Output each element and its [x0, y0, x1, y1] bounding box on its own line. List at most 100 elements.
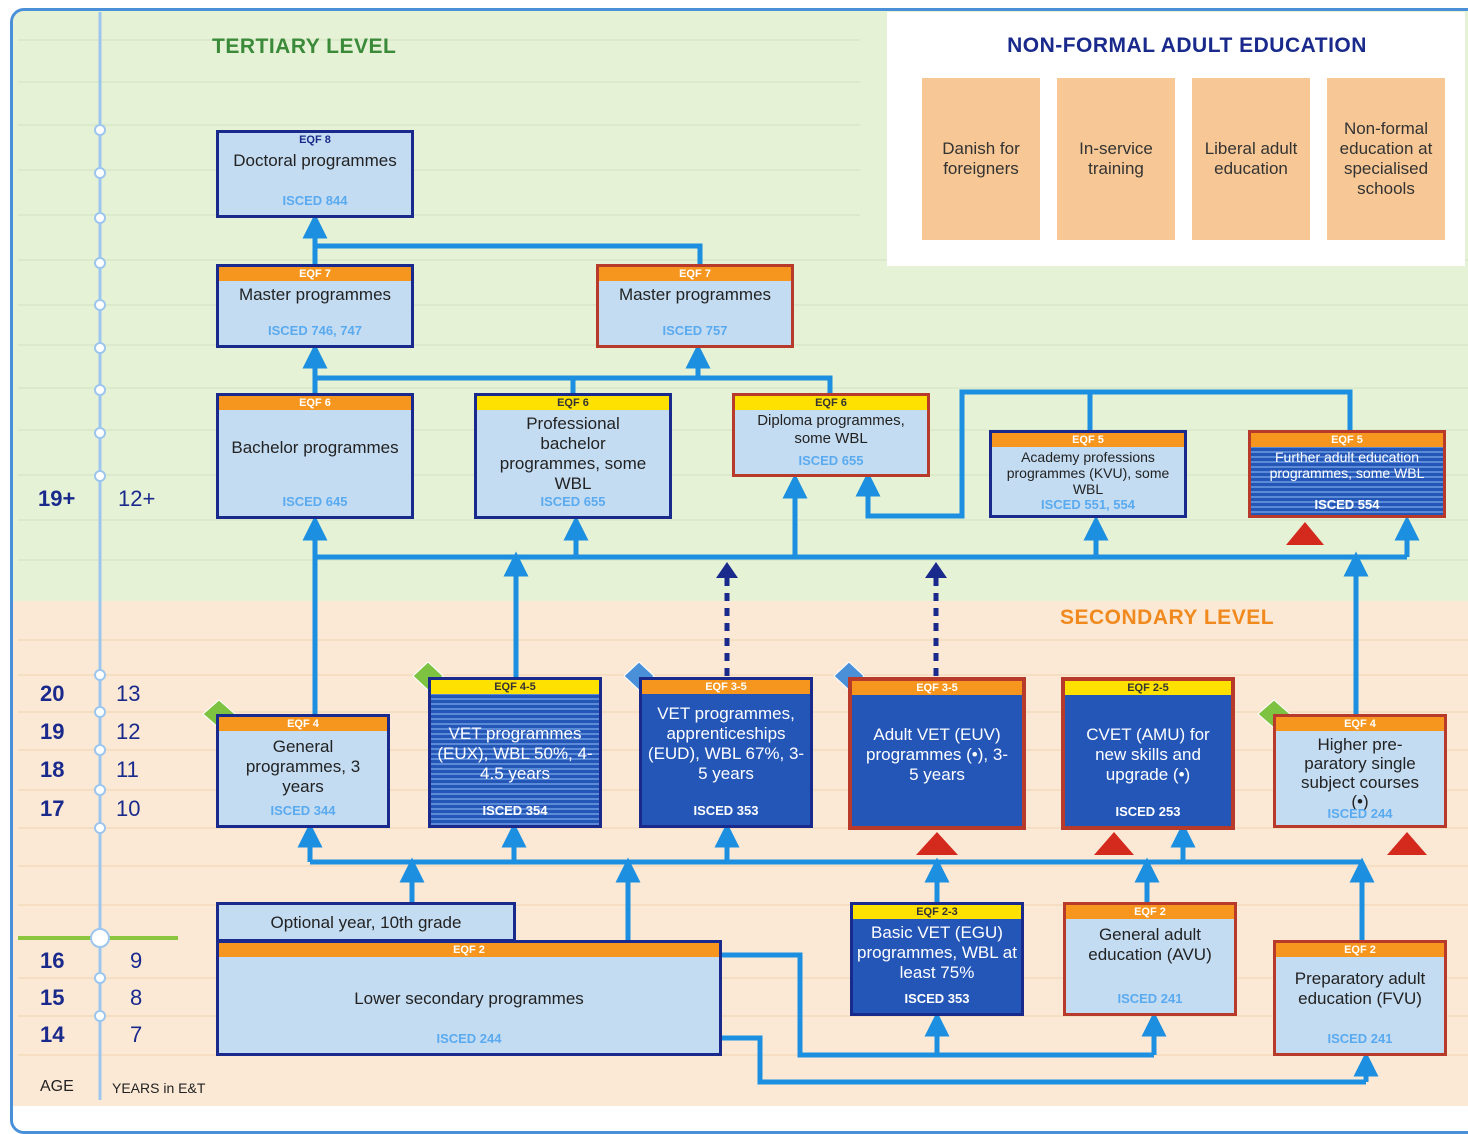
isced-label: ISCED 746, 747 [268, 323, 362, 338]
eqf-label: EQF 5 [992, 433, 1184, 447]
work-based-marker [1094, 832, 1134, 855]
eqf-label: EQF 7 [599, 267, 791, 281]
isced-label: ISCED 655 [798, 453, 864, 468]
isced-label: ISCED 241 [1117, 991, 1183, 1006]
work-based-marker [916, 832, 958, 855]
non-formal-danish: Danish for foreigners [922, 78, 1040, 240]
programme-name: Master programmes [238, 285, 392, 304]
programme-name: CVET (AMU) for new skills and upgrade (•… [1086, 725, 1210, 784]
isced-label: ISCED 353 [693, 803, 759, 818]
years-label: 12+ [118, 486, 156, 511]
programme-name: General adult education (AVU) [1088, 925, 1212, 964]
programme-name: Lower secondary programmes [354, 989, 584, 1008]
age-label: 17 [40, 796, 65, 821]
box-higher-preparatory: EQF 4 Higher pre-paratory single subject… [1273, 714, 1447, 828]
programme-name: Diploma programmes, some WBL [757, 412, 905, 447]
years-axis-title: YEARS in E&T [112, 1080, 206, 1096]
years-label: 7 [130, 1022, 143, 1047]
isced-label: ISCED 353 [904, 991, 970, 1006]
programme-name: Higher pre-paratory single subject cours… [1300, 735, 1420, 811]
age-axis-title: AGE [40, 1078, 74, 1095]
programme-name: Preparatory adult education (FVU) [1294, 969, 1426, 1008]
isced-label: ISCED 645 [282, 494, 348, 509]
age-label: 20 [40, 681, 65, 706]
box-adult-vet: EQF 3-5 Adult VET (EUV) programmes (•), … [848, 677, 1026, 830]
years-label: 13 [116, 681, 141, 706]
secondary-heading: SECONDARY LEVEL [1060, 606, 1275, 629]
eqf-label: EQF 2-5 [1065, 681, 1231, 695]
eqf-label: EQF 7 [219, 267, 411, 281]
years-label: 12 [116, 719, 141, 744]
work-based-marker [1387, 832, 1427, 855]
box-doctoral: EQF 8 Doctoral programmes ISCED 844 [216, 130, 414, 218]
dotted-arrow-head [925, 562, 947, 578]
eqf-label: EQF 6 [735, 396, 927, 410]
programme-name: General programmes, 3 years [245, 737, 361, 796]
programme-name: Doctoral programmes [233, 151, 397, 170]
box-vet-eud: EQF 3-5 VET programmes, apprenticeships … [639, 677, 813, 828]
isced-label: ISCED 344 [270, 803, 336, 818]
years-label: 9 [130, 948, 143, 973]
box-diploma: EQF 6 Diploma programmes, some WBL ISCED… [732, 393, 930, 477]
years-label: 11 [116, 757, 139, 782]
eqf-label: EQF 5 [1251, 433, 1443, 447]
programme-name: Academy professions programmes (KVU), so… [1006, 449, 1170, 497]
tertiary-heading: TERTIARY LEVEL [212, 35, 397, 58]
eqf-label: EQF 4 [219, 717, 387, 731]
box-preparatory-adult: EQF 2 Preparatory adult education (FVU) … [1273, 940, 1447, 1056]
isced-label: ISCED 554 [1314, 497, 1380, 512]
age-label: 19+ [38, 486, 76, 511]
age-label: 15 [40, 985, 65, 1010]
eqf-label: EQF 2 [219, 943, 719, 957]
box-further-adult: EQF 5 Further adult education programmes… [1248, 430, 1446, 518]
programme-name: Bachelor programmes [231, 438, 399, 457]
programme-name: Further adult education programmes, some… [1269, 449, 1425, 481]
eqf-label: EQF 6 [477, 396, 669, 410]
eqf-label: EQF 2 [1066, 905, 1234, 919]
isced-label: ISCED 757 [662, 323, 728, 338]
non-formal-heading: NON-FORMAL ADULT EDUCATION [1007, 34, 1367, 57]
box-general-adult: EQF 2 General adult education (AVU) ISCE… [1063, 902, 1237, 1016]
box-master-adult: EQF 7 Master programmes ISCED 757 [596, 264, 794, 348]
eqf-label: EQF 2-3 [853, 905, 1021, 919]
eqf-label: EQF 3-5 [852, 681, 1022, 695]
isced-label: ISCED 551, 554 [1041, 497, 1135, 512]
box-professional-bachelor: EQF 6 Professional bachelor programmes, … [474, 393, 672, 519]
programme-name: Basic VET (EGU) programmes, WBL at least… [857, 923, 1017, 982]
age-label: 14 [40, 1022, 65, 1047]
isced-label: ISCED 253 [1115, 804, 1181, 819]
isced-label: ISCED 655 [540, 494, 606, 509]
programme-name: VET programmes, apprenticeships (EUD), W… [647, 704, 805, 783]
box-general: EQF 4 General programmes, 3 years ISCED … [216, 714, 390, 828]
programme-name: Master programmes [618, 285, 772, 304]
age-label: 18 [40, 757, 65, 782]
box-basic-vet: EQF 2-3 Basic VET (EGU) programmes, WBL … [850, 902, 1024, 1016]
eqf-label: EQF 8 [219, 133, 411, 147]
isced-label: ISCED 244 [436, 1031, 502, 1046]
box-optional-year: Optional year, 10th grade [216, 902, 516, 942]
isced-label: ISCED 354 [482, 803, 548, 818]
years-label: 8 [130, 985, 143, 1010]
eqf-label: EQF 4-5 [431, 680, 599, 694]
box-cvet: EQF 2-5 CVET (AMU) for new skills and up… [1061, 677, 1235, 830]
programme-name: Optional year, 10th grade [270, 913, 462, 932]
programme-name: VET programmes (EUX), WBL 50%, 4-4.5 yea… [437, 724, 593, 783]
years-label: 10 [116, 796, 141, 821]
eqf-label: EQF 3-5 [642, 680, 810, 694]
work-based-marker [1286, 522, 1324, 545]
box-lower-secondary: EQF 2 Lower secondary programmes ISCED 2… [216, 940, 722, 1056]
box-vet-eux: EQF 4-5 VET programmes (EUX), WBL 50%, 4… [428, 677, 602, 828]
isced-label: ISCED 241 [1327, 1031, 1393, 1046]
age-label: 16 [40, 948, 65, 973]
isced-label: ISCED 244 [1327, 806, 1393, 821]
box-bachelor: EQF 6 Bachelor programmes ISCED 645 [216, 393, 414, 519]
box-academy: EQF 5 Academy professions programmes (KV… [989, 430, 1187, 518]
non-formal-in-service: In-service training [1057, 78, 1175, 240]
programme-name: Adult VET (EUV) programmes (•), 3-5 year… [866, 725, 1008, 784]
age-label: 19 [40, 719, 65, 744]
eqf-label: EQF 2 [1276, 943, 1444, 957]
eqf-label: EQF 6 [219, 396, 411, 410]
dotted-arrow-head [716, 562, 738, 578]
box-master-university: EQF 7 Master programmes ISCED 746, 747 [216, 264, 414, 348]
